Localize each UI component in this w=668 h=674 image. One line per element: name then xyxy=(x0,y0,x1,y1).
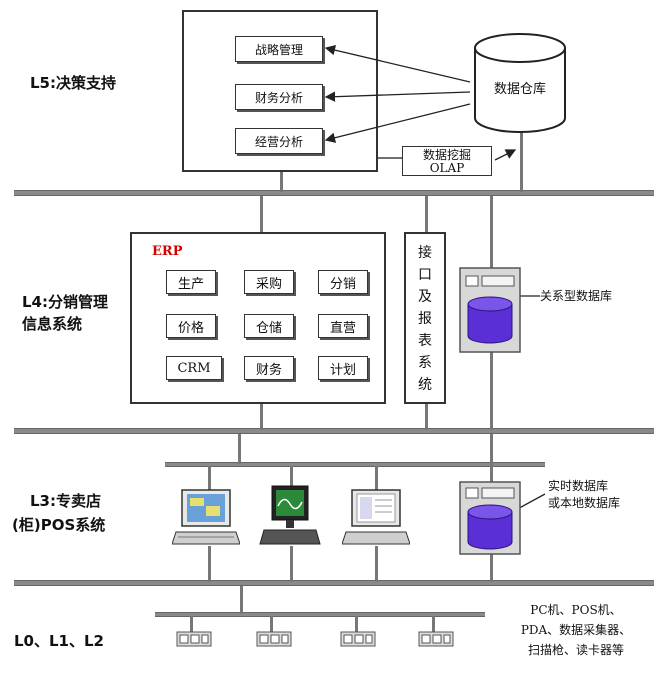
olap-line2: OLAP xyxy=(429,161,465,175)
relational-db-label: 关系型数据库 xyxy=(540,289,613,303)
connector-terminal1 xyxy=(208,466,211,490)
connector-terminal2-bus xyxy=(290,546,293,582)
interface-char-7: 统 xyxy=(418,377,432,393)
realtime-db-server-icon xyxy=(459,481,521,555)
interface-char-2: 口 xyxy=(418,267,432,283)
connector-bus-l3 xyxy=(238,434,241,464)
erp-module-direct-sales: 直营 xyxy=(318,314,368,338)
connector-erp-bus xyxy=(260,402,263,430)
device-4-icon xyxy=(418,631,454,647)
connector-bus-interface xyxy=(425,196,428,234)
erp-module-production: 生产 xyxy=(166,270,216,294)
interface-char-3: 及 xyxy=(418,289,432,305)
layer-label-l5: L5:决策支持 xyxy=(30,74,116,92)
bus-l5-l4 xyxy=(14,190,654,196)
layer-label-l0: L0、L1、L2 xyxy=(14,632,104,650)
devices-label-line3: 扫描枪、读卡器等 xyxy=(527,643,624,657)
devices-label-line1: PC机、POS机、 xyxy=(530,603,622,617)
bus-l3-local xyxy=(165,462,545,467)
connector-device4 xyxy=(432,616,435,632)
interface-char-6: 系 xyxy=(418,355,432,371)
erp-module-crm: CRM xyxy=(166,356,222,380)
data-warehouse-label: 数据仓库 xyxy=(493,82,546,97)
pos-terminal-3-icon xyxy=(342,489,410,545)
olap-box: 数据挖掘 OLAP xyxy=(402,146,492,176)
layer-label-l3-line2: (柜)POS系统 xyxy=(12,516,106,534)
module-operations-analysis: 经营分析 xyxy=(235,128,323,154)
device-1-icon xyxy=(176,631,212,647)
device-3-icon xyxy=(340,631,376,647)
realtime-db-label-line2: 或本地数据库 xyxy=(548,496,621,510)
connector-l5-bus xyxy=(280,170,283,192)
arrow-to-strategy xyxy=(324,45,471,83)
connector-terminal3 xyxy=(375,466,378,490)
realtime-db-label-line1: 实时数据库 xyxy=(548,479,609,493)
device-2-icon xyxy=(256,631,292,647)
realtime-db-label: 实时数据库 或本地数据库 xyxy=(548,478,620,512)
bus-l4-l3 xyxy=(14,428,654,434)
connector-interface-bus xyxy=(425,402,428,430)
connector-terminal1-bus xyxy=(208,546,211,582)
relational-db-server-icon xyxy=(459,267,521,353)
devices-label-line2: PDA、数据采集器、 xyxy=(520,623,632,637)
erp-module-planning: 计划 xyxy=(318,356,368,380)
erp-module-purchasing: 采购 xyxy=(244,270,294,294)
connector-device2 xyxy=(270,616,273,632)
pos-terminal-2-icon xyxy=(259,485,321,545)
connector-bus-realtime xyxy=(490,434,493,484)
connector-warehouse-bus xyxy=(520,125,523,192)
connector-terminal3-bus xyxy=(375,546,378,582)
arrow-to-operations xyxy=(324,103,471,143)
layer-label-l4-line1: L4:分销管理 xyxy=(22,293,108,311)
interface-report-box: 接 口 及 报 表 系 统 xyxy=(404,232,446,404)
layer-label-l4-line2: 信息系统 xyxy=(22,315,83,333)
arrow-olap-warehouse xyxy=(494,149,517,161)
connector-terminal2 xyxy=(290,466,293,490)
connector-bus-erp xyxy=(260,196,263,234)
data-warehouse-cylinder-icon xyxy=(474,33,566,133)
erp-module-pricing: 价格 xyxy=(166,314,216,338)
bus-l0-local xyxy=(155,612,485,617)
interface-char-4: 报 xyxy=(418,311,432,327)
layer-label-l3-line1: L3:专卖店 xyxy=(30,492,101,510)
erp-module-warehousing: 仓储 xyxy=(244,314,294,338)
connector-realtime-bus xyxy=(490,552,493,582)
erp-module-distribution: 分销 xyxy=(318,270,368,294)
module-strategy: 战略管理 xyxy=(235,36,323,62)
olap-line1: 数据挖掘 xyxy=(422,148,471,162)
erp-module-finance: 财务 xyxy=(244,356,294,380)
interface-char-1: 接 xyxy=(418,245,432,261)
connector-device1 xyxy=(190,616,193,632)
pos-terminal-1-icon xyxy=(172,489,240,545)
erp-title: ERP xyxy=(152,244,183,259)
module-finance-analysis: 财务分析 xyxy=(235,84,323,110)
connector-device3 xyxy=(355,616,358,632)
interface-char-5: 表 xyxy=(418,333,432,349)
arrow-to-finance xyxy=(324,91,471,102)
devices-label: PC机、POS机、 PDA、数据采集器、 扫描枪、读卡器等 xyxy=(496,600,656,660)
bus-l3-l0 xyxy=(14,580,654,586)
connector-bus-l0 xyxy=(240,586,243,614)
